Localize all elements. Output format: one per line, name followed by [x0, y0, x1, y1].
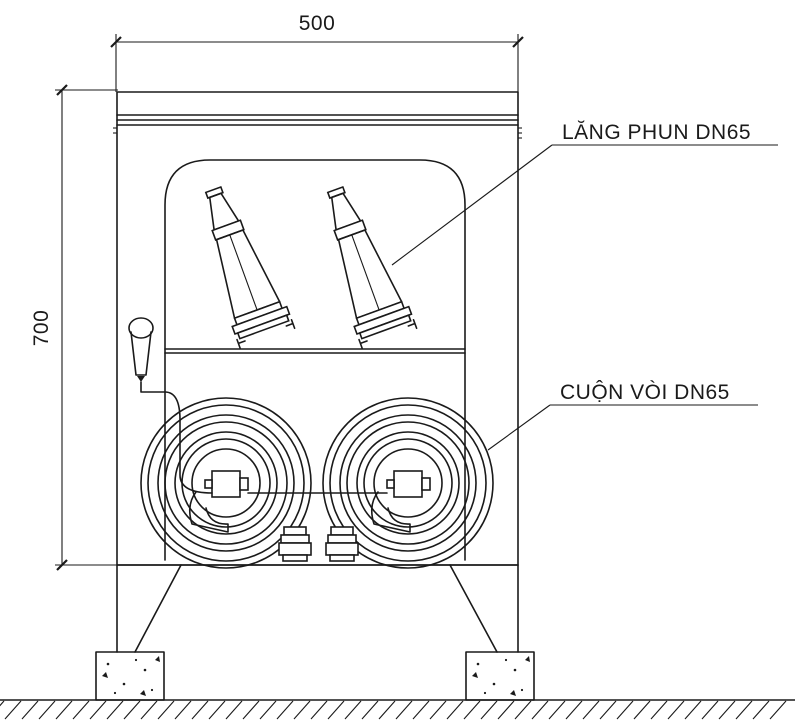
ground-hatch-line	[633, 700, 651, 720]
ground-hatch-line	[514, 700, 532, 720]
ground-hatch-line	[735, 700, 753, 720]
coupling-left	[278, 526, 312, 562]
ground-hatch-line	[225, 700, 243, 720]
ground-hatch-line	[582, 700, 600, 720]
ground-hatch-line	[599, 700, 617, 720]
ground-hatch-line	[701, 700, 719, 720]
ground-hatch-line	[378, 700, 396, 720]
ground-hatch-line	[497, 700, 515, 720]
ground-hatch-line	[718, 700, 736, 720]
ground-hatch-line	[21, 700, 39, 720]
valve-handle	[128, 317, 166, 393]
connecting-pipe	[164, 391, 388, 494]
hose-reel-2	[322, 397, 494, 569]
ground-hatch-line	[242, 700, 260, 720]
ground-hatch-line	[616, 700, 634, 720]
nozzle-callout: LĂNG PHUN DN65	[391, 121, 778, 266]
glass-window	[164, 159, 466, 561]
ground-hatch-line	[361, 700, 379, 720]
ground-hatch-line	[38, 700, 56, 720]
ground-hatch-line	[276, 700, 294, 720]
ground-hatch-line	[191, 700, 209, 720]
ground-hatch-line	[327, 700, 345, 720]
ground-hatch-line	[174, 700, 192, 720]
ground-hatch-line	[650, 700, 668, 720]
footing-right	[465, 651, 535, 701]
cabinet-legs	[116, 564, 519, 653]
nozzle-1	[204, 185, 296, 349]
height-dimension: 700	[30, 84, 118, 571]
ground-hatch-line	[531, 700, 549, 720]
ground-hatch-line	[667, 700, 685, 720]
height-dimension-label: 700	[30, 310, 53, 347]
ground-hatch-line	[140, 700, 158, 720]
ground-hatch-line	[293, 700, 311, 720]
nozzle-2	[326, 185, 418, 349]
ground-hatch-line	[106, 700, 124, 720]
ground-hatch-line	[259, 700, 277, 720]
ground	[0, 699, 795, 720]
ground-hatch-line	[548, 700, 566, 720]
ground-hatch-line	[4, 700, 22, 720]
hose-reel-1-coupling	[211, 470, 241, 498]
ground-hatch-line	[72, 700, 90, 720]
ground-hatch-line	[769, 700, 787, 720]
ground-hatch-line	[684, 700, 702, 720]
ground-hatch-line	[0, 700, 5, 707]
ground-hatch-line	[55, 700, 73, 720]
footing-left	[95, 651, 165, 701]
ground-hatch-line	[752, 700, 770, 720]
hose-reel-callout: CUỘN VÒI DN65	[487, 381, 758, 451]
ground-hatch-line	[123, 700, 141, 720]
ground-hatch-line	[157, 700, 175, 720]
ground-hatch-line	[395, 700, 413, 720]
ground-hatch-line	[429, 700, 447, 720]
hose-reel-callout-label: CUỘN VÒI DN65	[560, 381, 730, 404]
shelf	[164, 348, 466, 354]
nozzle-callout-label: LĂNG PHUN DN65	[562, 121, 751, 144]
width-dimension-label: 500	[299, 12, 336, 35]
hose-reel-2-coupling	[393, 470, 423, 498]
ground-hatch-line	[310, 700, 328, 720]
cabinet-body	[113, 91, 522, 566]
ground-hatch-line	[463, 700, 481, 720]
ground-hatch-line	[208, 700, 226, 720]
ground-hatch-line	[480, 700, 498, 720]
ground-hatch-line	[446, 700, 464, 720]
ground-hatch-line	[344, 700, 362, 720]
ground-hatch-line	[412, 700, 430, 720]
ground-hatch-line	[89, 700, 107, 720]
coupling-right	[325, 526, 359, 562]
width-dimension: 500	[110, 12, 524, 92]
ground-hatch-line	[565, 700, 583, 720]
